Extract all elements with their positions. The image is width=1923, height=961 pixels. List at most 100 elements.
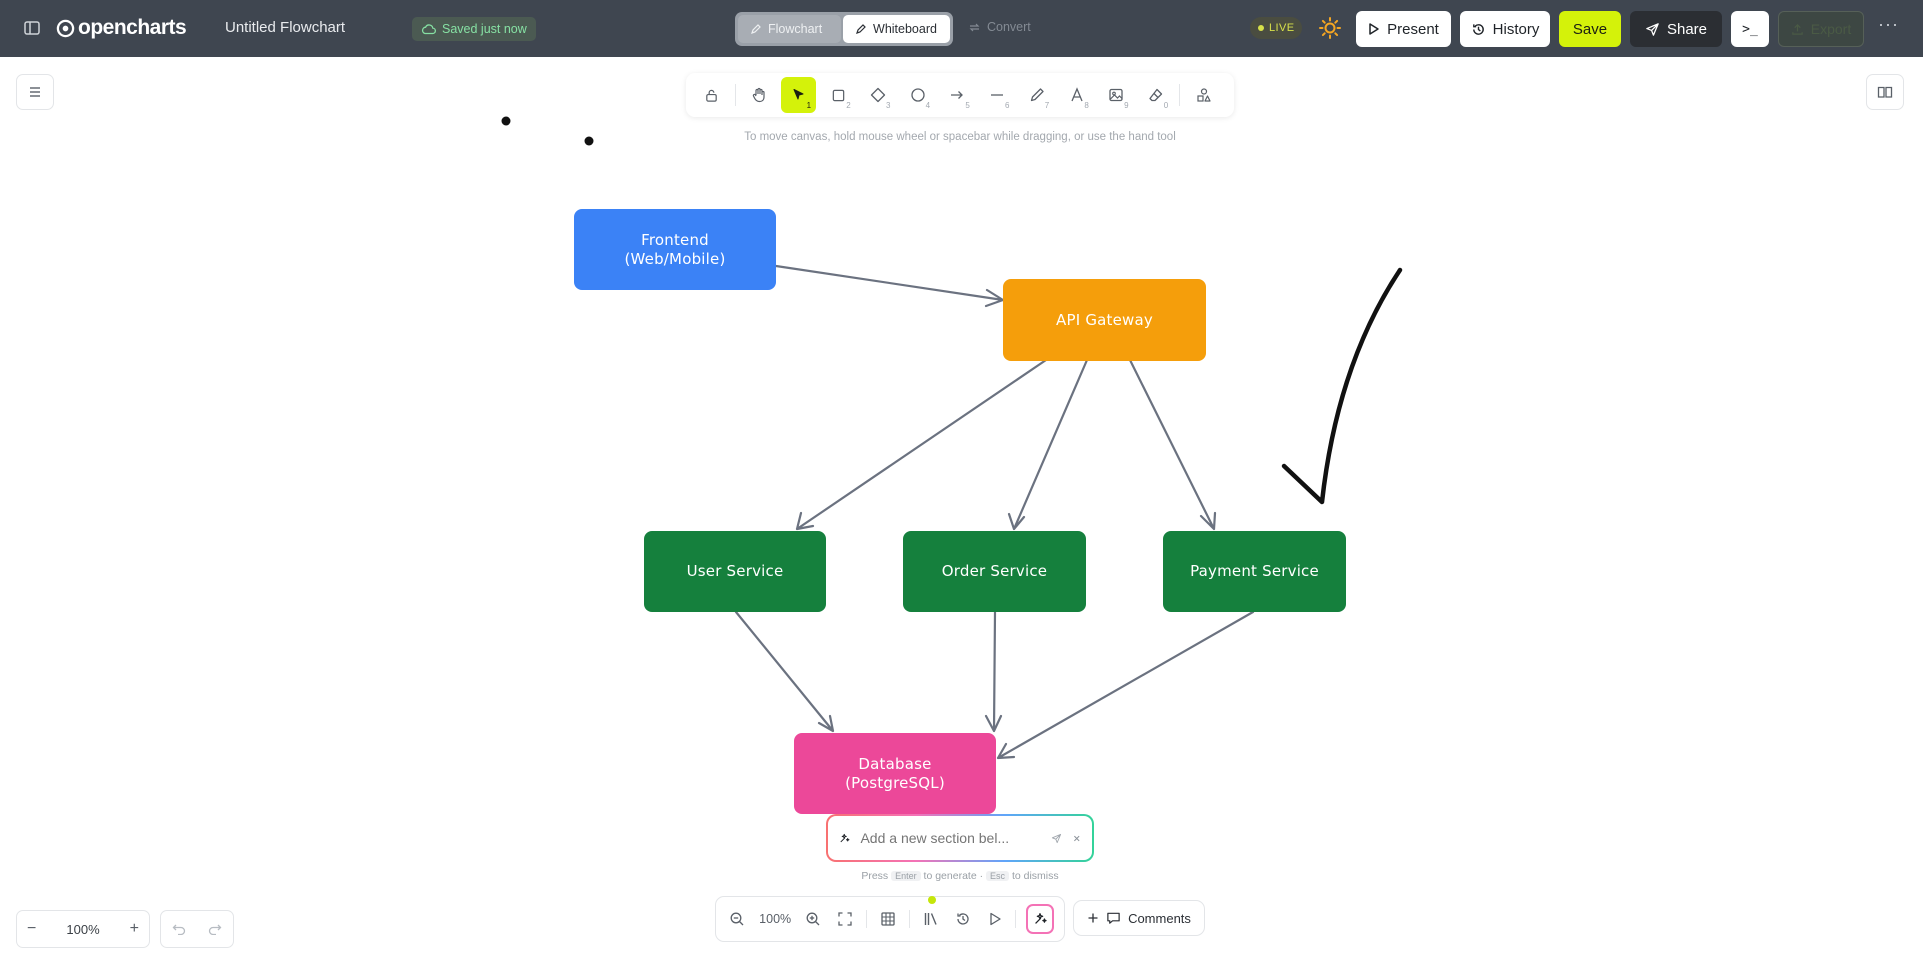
undo-icon[interactable] [172, 923, 186, 935]
convert-button[interactable]: Convert [968, 20, 1031, 34]
redo-icon[interactable] [208, 923, 222, 935]
book-open-icon [1877, 86, 1893, 98]
ai-assistant-button[interactable] [1026, 904, 1055, 934]
ai-prompt-box [826, 814, 1094, 862]
tool-image[interactable]: 9 [1099, 77, 1134, 113]
node-user-service-label: User Service [686, 562, 784, 580]
flowchart-mode-label: Flowchart [768, 22, 823, 36]
logo-icon [56, 19, 75, 37]
edge-frontend-gateway[interactable] [774, 264, 1005, 308]
tool-shortcut: 7 [1044, 101, 1050, 110]
save-button[interactable]: Save [1559, 11, 1621, 47]
zoom-out-button[interactable]: − [27, 920, 37, 937]
node-order-service[interactable]: Order Service [903, 531, 1086, 612]
bottom-view-bar: 100% [715, 896, 1065, 942]
present-button[interactable]: Present [1356, 11, 1451, 47]
edge-user-database[interactable] [734, 610, 835, 733]
more-menu-icon[interactable]: ··· [1878, 14, 1899, 34]
history-label: History [1492, 20, 1540, 38]
fit-screen-icon[interactable] [834, 907, 856, 931]
edge-order-database[interactable] [984, 610, 1003, 733]
edge-gateway-order[interactable] [1007, 358, 1089, 531]
drawing-toolbar: 1 2 3 4 5 6 7 8 9 0 [686, 73, 1234, 117]
text-icon [1070, 87, 1083, 102]
zoom-level[interactable]: 100% [66, 921, 100, 937]
logo-text: opencharts [78, 16, 187, 39]
comments-label: Comments [1128, 910, 1191, 926]
hamburger-icon [30, 87, 40, 97]
ai-prompt-input[interactable] [860, 830, 1042, 846]
whiteboard-pen-icon [856, 24, 866, 34]
edge-gateway-user[interactable] [795, 358, 1048, 531]
hand-drawn-checkmark[interactable] [1281, 267, 1403, 505]
export-label: Export [1810, 21, 1852, 37]
document-title[interactable]: Untitled Flowchart [225, 19, 346, 36]
send-prompt-icon[interactable] [1051, 831, 1062, 846]
tool-eraser[interactable]: 0 [1139, 77, 1174, 113]
zoom-in-button[interactable]: + [129, 920, 139, 937]
node-frontend[interactable]: Frontend (Web/Mobile) [574, 209, 776, 290]
zoom-control: − 100% + [16, 910, 150, 948]
tool-shortcut: 9 [1124, 101, 1129, 110]
bottom-zoom-level[interactable]: 100% [759, 912, 792, 926]
edge-payment-database[interactable] [996, 610, 1255, 760]
share-button[interactable]: Share [1630, 11, 1722, 47]
bottom-bar-divider [866, 910, 868, 928]
ai-prompt-inner [828, 816, 1092, 860]
whiteboard-mode-label: Whiteboard [873, 22, 937, 36]
sidebar-toggle-icon[interactable] [22, 18, 42, 38]
version-history-icon[interactable] [952, 907, 974, 931]
tool-ellipse[interactable]: 4 [900, 77, 935, 113]
unlock-icon [706, 89, 717, 102]
canvas-menu-button[interactable] [16, 74, 54, 110]
terminal-button[interactable]: >_ [1731, 11, 1769, 47]
hint-press-text: Press [861, 870, 889, 882]
zoom-in-icon[interactable] [802, 907, 824, 931]
canvas-hint: To move canvas, hold mouse wheel or spac… [744, 131, 1176, 143]
theme-toggle-sun-icon[interactable] [1318, 16, 1342, 40]
node-user-service[interactable]: User Service [644, 531, 826, 612]
node-payment-service[interactable]: Payment Service [1163, 531, 1346, 612]
live-dot-icon [1258, 25, 1264, 31]
node-database[interactable]: Database (PostgreSQL) [794, 733, 996, 814]
top-bar: opencharts Untitled Flowchart Saved just… [0, 0, 1923, 57]
node-api-gateway[interactable]: API Gateway [1003, 279, 1206, 361]
share-label: Share [1666, 20, 1708, 38]
comments-button[interactable]: Comments [1073, 900, 1205, 936]
tool-lock[interactable] [694, 77, 729, 113]
export-button[interactable]: Export [1778, 11, 1864, 47]
saved-status-badge: Saved just now [412, 17, 536, 41]
library-panel-button[interactable] [1866, 74, 1904, 110]
grid-icon[interactable] [877, 907, 899, 931]
close-icon[interactable] [1072, 832, 1082, 845]
convert-icon [969, 23, 980, 31]
tool-shortcut: 2 [846, 101, 851, 110]
whiteboard-mode-button[interactable]: Whiteboard [843, 15, 950, 43]
node-order-service-label: Order Service [941, 562, 1048, 580]
tool-pencil[interactable]: 7 [1019, 77, 1054, 113]
zoom-out-icon[interactable] [726, 907, 748, 931]
node-api-gateway-label: API Gateway [1056, 310, 1153, 329]
tool-rectangle[interactable]: 2 [821, 77, 856, 113]
tool-shortcut: 6 [1005, 101, 1010, 110]
tool-shapes-library[interactable] [1186, 77, 1221, 113]
mode-switch: Flowchart Whiteboard [735, 12, 953, 46]
tool-arrow[interactable]: 5 [940, 77, 975, 113]
tool-line[interactable]: 6 [980, 77, 1015, 113]
app-logo[interactable]: opencharts [56, 16, 187, 40]
send-icon [1646, 22, 1659, 36]
node-frontend-label: Frontend (Web/Mobile) [624, 230, 726, 268]
flowchart-mode-button[interactable]: Flowchart [738, 15, 842, 43]
edge-gateway-payment[interactable] [1128, 358, 1217, 531]
live-badge: LIVE [1250, 17, 1303, 39]
tool-diamond[interactable]: 3 [861, 77, 896, 113]
play-presentation-icon[interactable] [984, 907, 1006, 931]
flowchart-pen-icon [751, 24, 761, 34]
tool-shortcut: 1 [806, 101, 812, 110]
tool-hand[interactable] [742, 77, 777, 113]
tool-select[interactable]: 1 [781, 77, 817, 113]
library-icon[interactable] [920, 896, 942, 931]
history-button[interactable]: History [1460, 11, 1550, 47]
tool-text[interactable]: 8 [1059, 77, 1094, 113]
convert-label: Convert [987, 20, 1031, 34]
